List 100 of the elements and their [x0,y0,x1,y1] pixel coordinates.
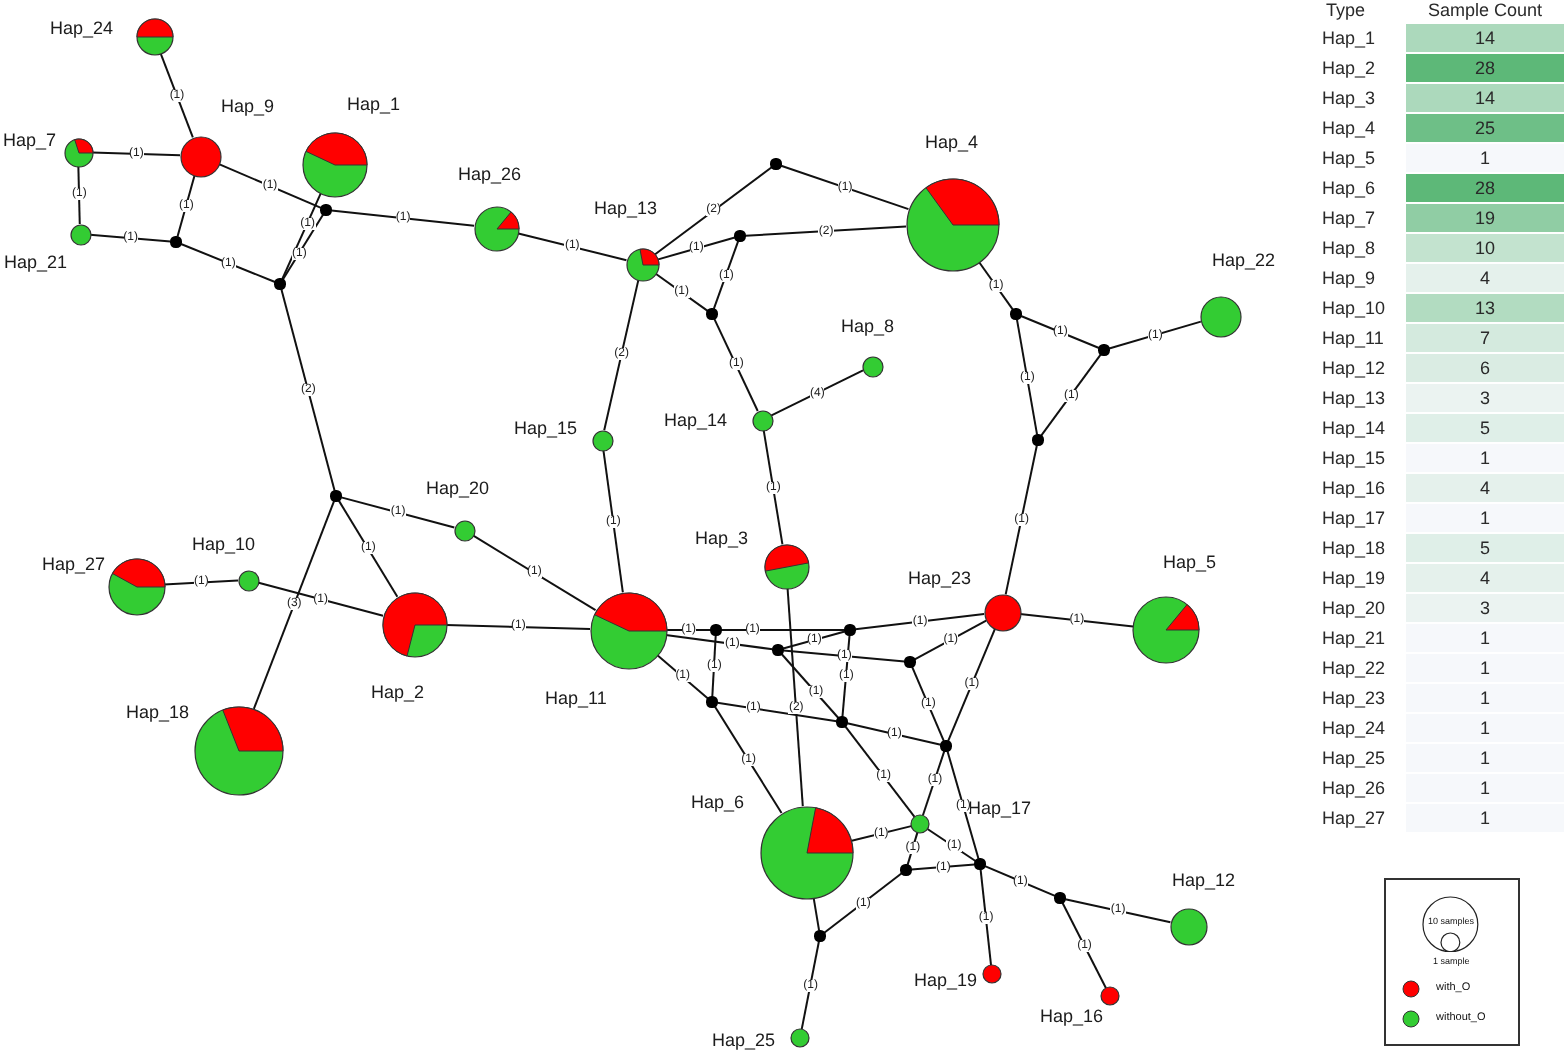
connector-line [252,500,336,710]
haplotype-name: Hap_25 [1322,746,1386,772]
connector-line [911,665,945,743]
connector-line [1064,898,1172,924]
haplotype-name: Hap_7 [1322,206,1376,232]
connector-line [281,213,325,281]
sample-count-cell: 3 [1406,594,1564,623]
node-label: Hap_23 [908,568,972,588]
median-vector-dot [734,230,746,242]
sample-count-cell: 4 [1406,564,1564,593]
connector-line [603,278,640,432]
connector-line [780,653,840,719]
sample-count-cell: 1 [1406,744,1564,773]
connector-line [849,825,913,843]
sample-count-cell: 13 [1406,294,1564,323]
haplotype-name: Hap_8 [1322,236,1376,262]
sample-count-cell: 28 [1406,54,1564,83]
haplotype-name: Hap_18 [1322,536,1386,562]
median-vector-dot [836,716,848,728]
node-label: Hap_6 [691,792,745,812]
connector-line [812,896,821,932]
connector-line [744,225,908,237]
sample-count-cell: 5 [1406,414,1564,443]
sample-count-cell: 1 [1406,684,1564,713]
node-label: Hap_11 [545,688,607,708]
node-label: Hap_1 [347,94,401,114]
median-vector-dot [1098,344,1110,356]
node-label: Hap_21 [4,252,68,272]
sample-count-cell: 19 [1406,204,1564,233]
connector-line [844,725,916,818]
median-vector-dot [940,740,952,752]
node-label: Hap_17 [968,798,1032,818]
sample-count-cell: 1 [1406,444,1564,473]
median-vector-dot [330,490,342,502]
haplotype-name: Hap_10 [1322,296,1386,322]
connector-line [910,863,976,871]
connector-line [88,233,172,243]
connector-line [786,586,804,808]
connector-line [180,243,276,283]
haplotype-name: Hap_23 [1322,686,1386,712]
node-label: Hap_12 [1172,870,1236,890]
median-vector-dot [706,308,718,320]
haplotype-name: Hap_5 [1322,146,1376,172]
sample-count-cell: 1 [1406,624,1564,653]
connector-line [1040,353,1102,437]
connector-line [653,166,773,256]
connector-line [713,705,783,814]
haplotype-name: Hap_2 [1322,56,1376,82]
connector-line [846,722,942,746]
connector-line [762,428,784,546]
sample-count-cell: 28 [1406,174,1564,203]
node-label: Hap_10 [192,534,256,554]
median-vector-dot [706,696,718,708]
connector-line [159,51,194,139]
connector-line [162,579,239,586]
haplotype-name: Hap_20 [1322,596,1386,622]
haplotype-name: Hap_11 [1322,326,1384,352]
connector-line [823,872,903,934]
median-vector-dot [772,644,784,656]
connector-line [1004,444,1038,596]
median-vector-dot [1054,892,1066,904]
node-label: Hap_5 [1163,552,1217,572]
haplotype-name: Hap_16 [1322,476,1386,502]
node-label: Hap_9 [221,96,275,116]
node-label: Hap_8 [841,316,895,336]
haplotype-name: Hap_15 [1322,446,1386,472]
connector-line [471,534,597,612]
column-header: Sample Count [1425,0,1545,24]
connector-line [979,868,992,967]
connector-line [655,653,709,700]
connector-line [711,634,717,698]
node-label: Hap_7 [3,130,57,150]
connector-line [664,634,774,651]
node-label: Hap_20 [426,478,490,498]
connector-line [926,828,977,862]
haplotype-name: Hap_26 [1322,776,1386,802]
node-label: Hap_3 [695,528,749,548]
median-vector-dot [320,204,332,216]
node-label: Hap_27 [42,554,106,574]
connector-line [921,750,946,817]
sample-count-cell: 6 [1406,354,1564,383]
median-vector-dot [274,278,286,290]
haplotype-name: Hap_12 [1322,356,1386,382]
node-label: Hap_25 [712,1030,776,1050]
connector-line [712,240,740,310]
node-label: Hap_26 [458,164,522,184]
node-label: Hap_15 [514,418,578,438]
haplotype-name: Hap_27 [1322,806,1386,832]
connector-line [330,209,476,227]
connector-line [77,165,81,225]
connector-line [280,288,336,492]
node-label: Hap_2 [371,682,425,702]
connector-line [656,236,736,261]
connector-line [91,151,181,157]
sample-count-cell: 5 [1406,534,1564,563]
connector-line [841,634,851,718]
node-label: Hap_4 [925,132,979,152]
connector-line [1015,318,1039,436]
node-label: Hap_16 [1040,1006,1104,1026]
connector-line [654,272,709,312]
